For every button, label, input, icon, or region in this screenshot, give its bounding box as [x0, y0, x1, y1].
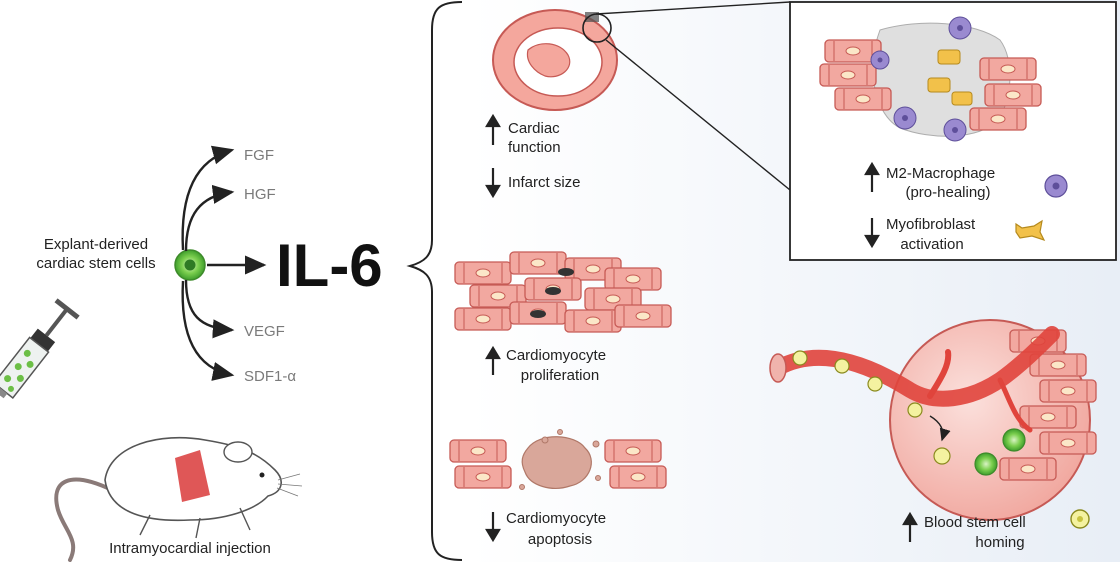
cardiac-function-line1: Cardiac	[508, 120, 560, 137]
macrophage-icon	[1044, 174, 1068, 198]
myofibroblast-line1: Myofibroblast	[886, 216, 976, 233]
myofibroblast-line2: activation	[900, 236, 963, 253]
macrophage-line1: M2-Macrophage	[886, 165, 995, 182]
up-arrow-proliferation	[485, 345, 501, 375]
proliferation-line1: Cardiomyocyte	[506, 347, 606, 364]
apoptotic-myocytes-icon	[449, 429, 667, 490]
zoom-line-top	[595, 1, 791, 15]
effects-brace	[406, 1, 463, 561]
infarct-size-label: Infarct size	[508, 174, 581, 191]
mouse-icon	[54, 436, 303, 562]
heart-section-icon	[492, 9, 618, 111]
cell-label-line2: cardiac stem cells	[36, 255, 155, 272]
injection-label: Intramyocardial injection	[109, 540, 271, 557]
down-arrow-infarct	[485, 168, 501, 199]
infarct-zone-illustration	[819, 16, 1042, 142]
up-arrow-cardiac	[485, 113, 501, 145]
arrow-hgf	[184, 184, 235, 252]
factor-sdf1: SDF1-α	[244, 368, 296, 385]
arrow-vegf	[184, 279, 235, 339]
up-arrow-homing	[902, 511, 918, 542]
apoptosis-line1: Cardiomyocyte	[506, 510, 606, 527]
secretion-arrows	[181, 145, 267, 381]
syringe-icon	[0, 298, 80, 437]
up-arrow-macrophage	[864, 161, 880, 192]
down-arrow-apoptosis	[485, 512, 501, 543]
factor-fgf: FGF	[244, 147, 274, 164]
zoom-line-bottom	[605, 39, 791, 191]
blood-stem-cell-icon	[1070, 509, 1090, 529]
apoptosis-line2: apoptosis	[528, 531, 592, 548]
factor-hgf: HGF	[244, 186, 276, 203]
stem-cell-icon	[174, 249, 206, 281]
homing-line1: Blood stem cell	[924, 514, 1026, 531]
down-arrow-myofibroblast	[864, 218, 880, 249]
arrow-sdf1	[181, 280, 235, 381]
factor-il6: IL-6	[276, 232, 383, 299]
cell-label-line1: Explant-derived	[44, 236, 148, 253]
arrow-fgf	[181, 145, 235, 251]
myofibroblast-icon	[1015, 219, 1046, 242]
factor-vegf: VEGF	[244, 323, 285, 340]
cardiac-function-line2: function	[508, 139, 561, 156]
proliferating-myocytes-icon	[454, 251, 672, 333]
macrophage-line2: (pro-healing)	[905, 184, 990, 201]
proliferation-line2: proliferation	[521, 367, 599, 384]
homing-line2: homing	[975, 534, 1024, 551]
homing-illustration	[769, 319, 1097, 521]
